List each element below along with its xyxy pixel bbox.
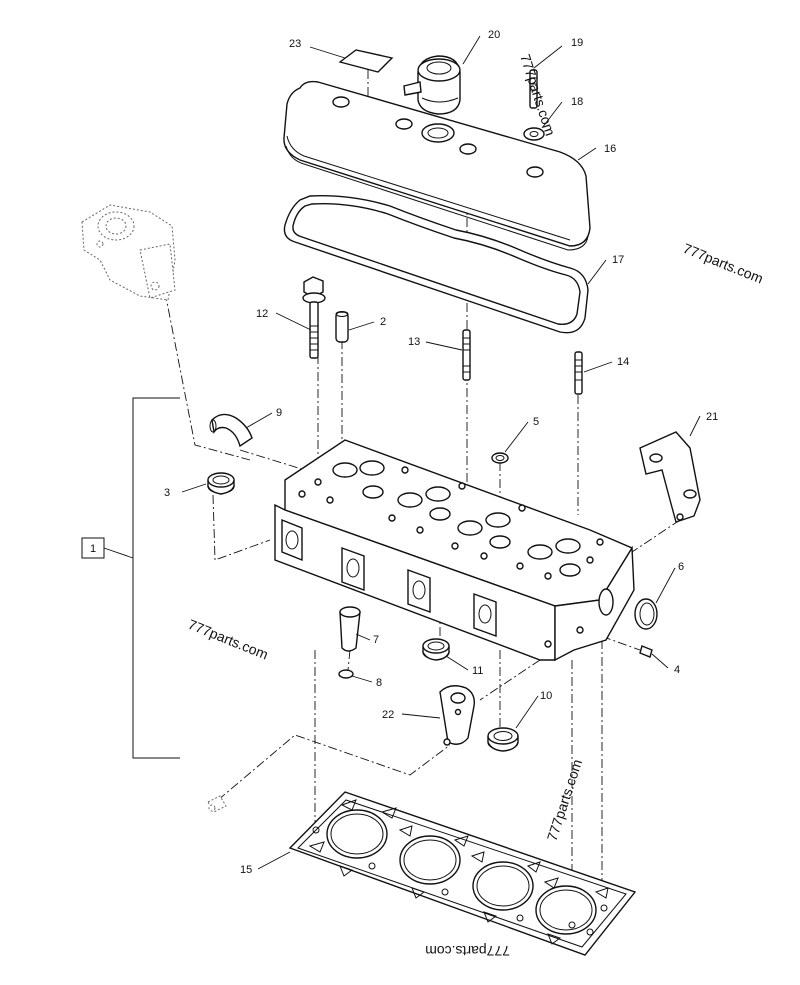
callout-13: 13 [408, 336, 420, 348]
part-21-lifting-bracket [639, 431, 701, 523]
callout-21: 21 [706, 411, 718, 423]
watermark-vertical: 777parts.com [544, 757, 585, 843]
callout-2: 2 [380, 316, 386, 328]
callout-23: 23 [289, 38, 301, 50]
callout-box-1: 1 [81, 537, 105, 559]
callout-6: 6 [678, 561, 684, 573]
callout-20: 20 [488, 29, 500, 41]
callout-14: 14 [617, 356, 629, 368]
callout-16: 16 [604, 143, 616, 155]
part-22-lifting-plate [439, 685, 476, 746]
leader-lines [181, 35, 701, 870]
part-5-seal-ring [491, 452, 509, 464]
cylinder-head [274, 439, 635, 662]
callout-22: 22 [382, 709, 394, 721]
alignment-lines [164, 70, 681, 925]
part-2-dowel-pin [335, 311, 349, 343]
callout-7: 7 [373, 634, 379, 646]
part-13-stud [462, 329, 471, 381]
part-11-seal-ring [422, 638, 450, 661]
callout-11: 11 [472, 665, 483, 677]
callout-3: 3 [164, 487, 170, 499]
callout-12: 12 [256, 308, 268, 320]
part-7-injector-sleeve [339, 606, 361, 652]
part-12-head-bolt [302, 276, 326, 359]
callout-15: 15 [240, 864, 252, 876]
callout-labels: 23 20 19 18 16 17 12 2 13 14 9 5 21 3 6 … [164, 29, 718, 876]
callout-4: 4 [674, 664, 680, 676]
callout-17: 17 [612, 254, 624, 266]
part-10-seal-ring [487, 727, 519, 752]
callout-8: 8 [376, 677, 382, 689]
callout-18: 18 [571, 96, 583, 108]
callout-10: 10 [540, 690, 552, 702]
part-6-o-ring [634, 598, 658, 630]
part-8-o-ring [338, 669, 354, 679]
callout-9: 9 [276, 407, 282, 419]
watermark-bottom: 777parts.com [425, 943, 510, 959]
part-4-plug [639, 645, 653, 658]
part-14-stud [574, 351, 583, 395]
callout-19: 19 [571, 37, 583, 49]
part-16-valve-cover [283, 80, 591, 251]
part-3-seal-ring [207, 472, 235, 495]
assembly-bracket [103, 397, 180, 759]
watermark-right: 777parts.com [681, 240, 766, 287]
part-17-cover-gasket [283, 195, 589, 334]
part-18-washer [523, 127, 545, 141]
part-20-breather-cap [403, 55, 461, 115]
watermark-left: 777parts.com [186, 616, 271, 663]
part-15-head-gasket [288, 791, 637, 956]
callout-5: 5 [533, 416, 539, 428]
callout-1: 1 [90, 543, 96, 555]
ghost-bolt [207, 795, 227, 813]
ghost-thermostat-housing [81, 204, 176, 301]
part-23-decal [338, 49, 394, 73]
part-9-bypass-hose [209, 413, 253, 448]
part-19-screw [529, 69, 538, 109]
